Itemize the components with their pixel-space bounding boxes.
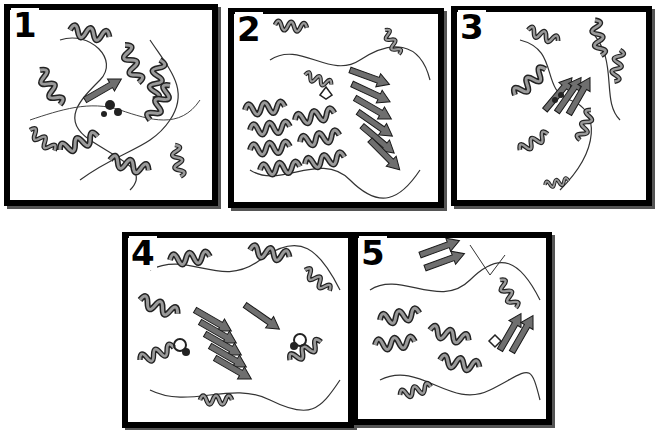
image-panel: 4	[122, 232, 354, 428]
panel-number: 1	[11, 8, 39, 42]
panel-number: 5	[359, 236, 387, 270]
panel-number: 2	[235, 12, 263, 46]
structure-1	[27, 25, 200, 190]
panel-number: 3	[458, 10, 486, 44]
structure-5	[370, 234, 540, 400]
image-panel: 1	[4, 4, 218, 206]
image-panel: 5	[352, 232, 552, 425]
structure-2	[245, 21, 430, 198]
structure-4	[138, 245, 340, 411]
panel-number: 4	[129, 236, 157, 270]
structure-3	[511, 19, 624, 190]
image-panel: 2	[228, 8, 444, 208]
image-panel: 3	[451, 6, 652, 206]
